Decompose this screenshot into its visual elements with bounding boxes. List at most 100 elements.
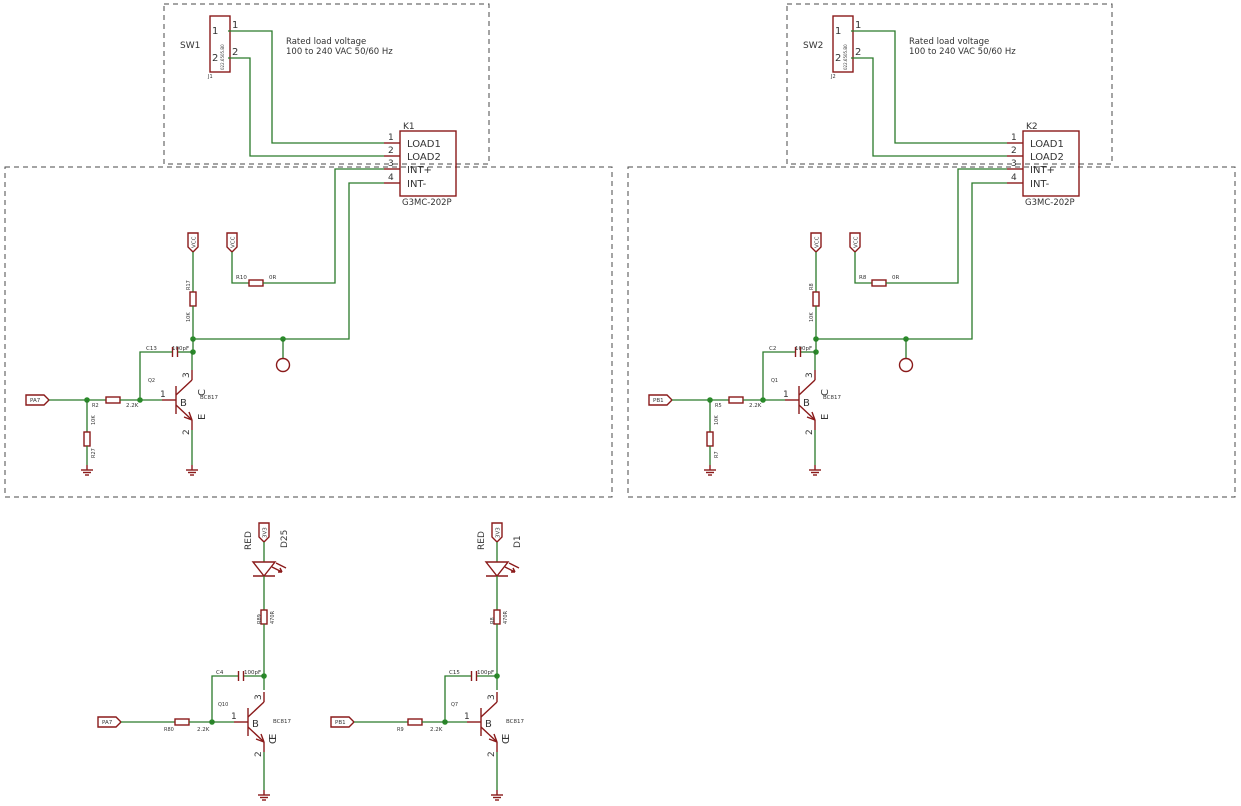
pin-name: B (180, 398, 187, 409)
pin-name: B (252, 719, 259, 730)
designator: C2 (769, 346, 776, 352)
high-voltage-frame (786, 3, 1113, 165)
value: 100pF (244, 670, 261, 676)
pin-number: 3 (487, 694, 497, 700)
designator: C13 (146, 346, 157, 352)
input-port: PB1 (330, 716, 355, 728)
pin-name: LOAD1 (1030, 139, 1064, 150)
resistor (83, 431, 91, 447)
pin-number: 1 (835, 26, 841, 37)
control-frame (627, 166, 1236, 498)
supply-flag: 3V3 (491, 522, 503, 543)
designator: D1 (513, 535, 523, 548)
value: 0R (269, 275, 276, 281)
pin-number: 1 (388, 133, 394, 143)
value: 10K (809, 312, 815, 322)
pin-number: 2 (254, 751, 264, 757)
supply-flag: VCC (187, 232, 199, 253)
pin-name: B (803, 398, 810, 409)
input-port: PB1 (648, 394, 673, 406)
resistor (812, 291, 820, 307)
designator: R5 (715, 403, 722, 409)
value: 470R (503, 610, 509, 624)
supply-label: VCC (815, 236, 821, 248)
ground-symbol (81, 465, 93, 476)
designator: Q10 (218, 702, 228, 708)
pin-number: 2 (182, 429, 192, 435)
part-number: BC817 (200, 395, 219, 401)
value: 2.2K (126, 403, 139, 409)
value: 0R (892, 275, 899, 281)
part-number: BC817 (823, 395, 842, 401)
port-label: PB1 (335, 720, 346, 726)
part-number: G3MC-202P (402, 198, 452, 208)
part-number: BC817 (506, 719, 525, 725)
pin-name: E (820, 414, 831, 420)
value: 10K (186, 312, 192, 322)
pin-number: 1 (464, 712, 470, 722)
part-number: 022.6505.B0 (843, 44, 848, 70)
pin-name: LOAD2 (1030, 152, 1064, 163)
switch-label: SW1 (180, 41, 200, 51)
supply-flag: 3V3 (258, 522, 270, 543)
designator: J1 (207, 74, 213, 80)
pin-name: INT- (407, 179, 427, 190)
pin-number: 2 (212, 53, 218, 64)
input-port: PA7 (25, 394, 50, 406)
pin-name: C (820, 389, 831, 396)
pin-name: C (197, 389, 208, 396)
value: 100pF (795, 346, 812, 352)
designator: J2 (830, 74, 836, 80)
part-number: 022.6505.B0 (220, 44, 225, 70)
led-color: RED (477, 531, 487, 550)
resistor (248, 279, 264, 287)
ground-symbol (809, 465, 821, 476)
value: 10K (91, 415, 97, 425)
pin-number: 2 (388, 146, 394, 156)
value: 2.2K (430, 727, 443, 733)
designator: Q1 (771, 378, 778, 384)
ground-symbol (704, 465, 716, 476)
npn-transistor (234, 692, 265, 752)
led (484, 561, 520, 578)
pin-number: 1 (231, 712, 237, 722)
supply-flag: VCC (226, 232, 238, 253)
resistor (871, 279, 887, 287)
resistor (728, 396, 744, 404)
note-text: 100 to 240 VAC 50/60 Hz (286, 47, 393, 57)
pin-name: LOAD1 (407, 139, 441, 150)
supply-flag: VCC (849, 232, 861, 253)
capacitor (794, 347, 802, 357)
designator: R2 (92, 403, 99, 409)
pin-number: 2 (232, 47, 238, 58)
note-text: Rated load voltage (286, 37, 366, 47)
designator: R10 (236, 275, 247, 281)
part-number: G3MC-202P (1025, 198, 1075, 208)
pin-name: INT- (1030, 179, 1050, 190)
pin-name: E (501, 734, 512, 740)
pin-number: 3 (182, 372, 192, 378)
pin-number: 2 (487, 751, 497, 757)
pin-number: 4 (1011, 173, 1017, 183)
pin-number: 3 (388, 159, 394, 169)
value: 100pF (172, 346, 189, 352)
test-point (275, 357, 291, 373)
ground-symbol (491, 790, 503, 801)
pin-number: 2 (835, 53, 841, 64)
junction-dot (760, 397, 766, 403)
port-label: PA7 (102, 720, 113, 726)
designator: Q2 (148, 378, 155, 384)
npn-transistor (785, 370, 816, 430)
control-frame (4, 166, 613, 498)
pin-number: 1 (783, 390, 789, 400)
designator: C15 (449, 670, 460, 676)
port-label: PB1 (653, 398, 664, 404)
junction-dot (137, 397, 143, 403)
ground-symbol (258, 790, 270, 801)
pin-number: 2 (855, 47, 861, 58)
